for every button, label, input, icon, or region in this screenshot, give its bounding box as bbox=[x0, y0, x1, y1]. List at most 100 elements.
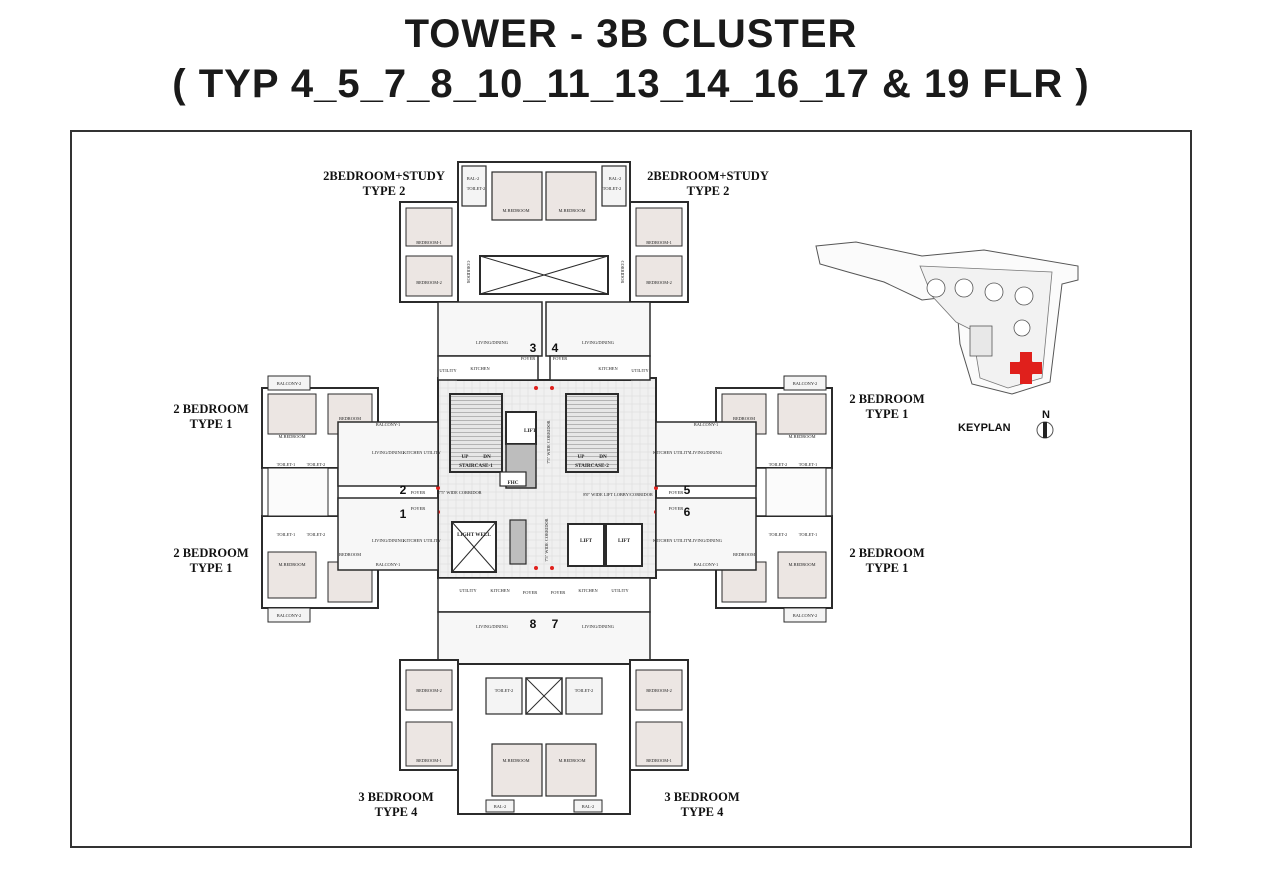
left-foyer-upper: FOYER bbox=[411, 490, 425, 495]
unit-number-8: 8 bbox=[530, 617, 537, 631]
staircase-2-label: STAIRCASE-2 bbox=[575, 463, 609, 469]
left-kitchen-upper: KITCHEN UTILITY bbox=[403, 450, 442, 455]
top-corridor-right: CORRIDOR bbox=[620, 261, 625, 284]
top-living-left: LIVING/DINING bbox=[476, 340, 509, 345]
left-m-bedroom-upper: M.BEDROOM bbox=[279, 434, 306, 439]
right-m-bedroom-upper: M.BEDROOM bbox=[789, 434, 816, 439]
left-toilet-2-upper: TOILET-2 bbox=[307, 462, 326, 467]
bottom-utility-right: UTILITY bbox=[611, 588, 629, 593]
unit-type-labels: 2BEDROOM+STUDY TYPE 2 2BEDROOM+STUDY TYP… bbox=[173, 169, 925, 819]
left-toilet-lower: TOILET-1 bbox=[277, 532, 296, 537]
staircase-1 bbox=[449, 393, 503, 473]
bottom-bedroom-1-right: BEDROOM-1 bbox=[646, 758, 672, 763]
keyplan-highlight bbox=[1010, 352, 1042, 384]
keyplan-label: KEYPLAN bbox=[958, 422, 1011, 434]
top-bedroom-2-left: BEDROOM-2 bbox=[416, 280, 442, 285]
unit-number-6: 6 bbox=[684, 505, 691, 519]
label-left-upper-line2: TYPE 1 bbox=[190, 417, 233, 431]
unit-number-4: 4 bbox=[552, 341, 559, 355]
lift-label: LIFT bbox=[524, 428, 537, 434]
top-utility-left: UTILITY bbox=[439, 368, 457, 373]
top-bedroom-1-right: BEDROOM-1 bbox=[646, 240, 672, 245]
lift-label-3: LIFT bbox=[618, 538, 631, 544]
right-balcony-1-lower: BALCONY-1 bbox=[694, 562, 718, 567]
right-foyer-lower: FOYER bbox=[669, 506, 683, 511]
top-m-bedroom-right: M.BEDROOM bbox=[559, 208, 586, 213]
top-corridor-left: CORRIDOR bbox=[466, 261, 471, 284]
label-top-left-line1: 2BEDROOM+STUDY bbox=[323, 169, 445, 183]
left-bedroom-upper: BEDROOM bbox=[339, 416, 361, 421]
label-top-left-line2: TYPE 2 bbox=[363, 184, 406, 198]
left-balcony-lower: BALCONY-2 bbox=[277, 613, 301, 618]
dn-label: DN bbox=[483, 454, 491, 460]
label-right-upper-line1: 2 BEDROOM bbox=[849, 392, 925, 406]
bottom-foyer-right: FOYER bbox=[551, 590, 565, 595]
label-right-lower-line1: 2 BEDROOM bbox=[849, 546, 925, 560]
bottom-bal-left: BAL-2 bbox=[494, 804, 506, 809]
up-label: UP bbox=[462, 454, 470, 460]
corridor-bottom-label: 7'5" WIDE CORRIDOR bbox=[544, 518, 549, 561]
right-living-lower: LIVING/DINING bbox=[690, 538, 723, 543]
top-wing: M.BEDROOM M.BEDROOM BEDROOM-1 BEDROOM-2 … bbox=[399, 161, 689, 381]
keyplan: KEYPLAN N bbox=[815, 241, 1079, 439]
left-living-upper: LIVING/DINING bbox=[372, 450, 405, 455]
right-toilet-lower: TOILET-2 bbox=[769, 532, 788, 537]
staircase-1-label: STAIRCASE-1 bbox=[459, 463, 493, 469]
right-foyer-upper: FOYER bbox=[669, 490, 683, 495]
label-right-lower-line2: TYPE 1 bbox=[866, 561, 909, 575]
bottom-bal-right: BAL-2 bbox=[582, 804, 594, 809]
label-bottom-left-line2: TYPE 4 bbox=[375, 805, 418, 819]
right-balcony-1-upper: BALCONY-1 bbox=[694, 422, 718, 427]
top-toilet-left: TOILET-2 bbox=[467, 186, 486, 191]
bottom-kitchen-left: KITCHEN bbox=[490, 588, 510, 593]
fhc-label: FHC bbox=[508, 480, 519, 486]
page-title: TOWER - 3B CLUSTER bbox=[404, 12, 858, 56]
lift-label-2: LIFT bbox=[580, 538, 593, 544]
staircase-2 bbox=[565, 393, 619, 473]
left-toilet-upper: TOILET-1 bbox=[277, 462, 296, 467]
bottom-wing: UTILITY UTILITY KITCHEN KITCHEN FOYER FO… bbox=[399, 577, 689, 815]
dn-label-2: DN bbox=[599, 454, 607, 460]
bottom-bedroom-2-left: BEDROOM-2 bbox=[416, 688, 442, 693]
left-foyer-lower: FOYER bbox=[411, 506, 425, 511]
page-subtitle: ( TYP 4_5_7_8_10_11_13_14_16_17 & 19 FLR… bbox=[172, 62, 1090, 106]
up-label-2: UP bbox=[578, 454, 586, 460]
top-bal-left: BAL-2 bbox=[467, 176, 479, 181]
unit-number-2: 2 bbox=[400, 483, 407, 497]
top-bedroom-1-left: BEDROOM-1 bbox=[416, 240, 442, 245]
top-bedroom-2-right: BEDROOM-2 bbox=[646, 280, 672, 285]
top-living-right: LIVING/DINING bbox=[582, 340, 615, 345]
right-toilet-1-upper: TOILET-1 bbox=[799, 462, 818, 467]
unit-number-5: 5 bbox=[684, 483, 691, 497]
right-m-bedroom-lower: M.BEDROOM bbox=[789, 562, 816, 567]
bottom-foyer-left: FOYER bbox=[523, 590, 537, 595]
top-bal-right: BAL-2 bbox=[609, 176, 621, 181]
top-toilet-right: TOILET-2 bbox=[603, 186, 622, 191]
right-bedroom-upper: BEDROOM bbox=[733, 416, 755, 421]
label-left-lower-line2: TYPE 1 bbox=[190, 561, 233, 575]
bottom-bedroom-2-right: BEDROOM-2 bbox=[646, 688, 672, 693]
corridor-left-label: 7'5" WIDE CORRIDOR bbox=[438, 490, 481, 495]
light-well-label: LIGHT WELL bbox=[457, 532, 491, 538]
floor-plan-drawing: LIFT STAIRCASE-1 STAIRCASE-2 UP DN UP DN… bbox=[173, 161, 1079, 819]
floor-plan-frame: LIFT STAIRCASE-1 STAIRCASE-2 UP DN UP DN… bbox=[70, 130, 1192, 848]
bottom-toilet-right: TOILET-2 bbox=[575, 688, 594, 693]
top-kitchen-right: KITCHEN bbox=[598, 366, 618, 371]
bottom-m-bedroom-left: M.BEDROOM bbox=[503, 758, 530, 763]
right-living-upper: LIVING/DINING bbox=[690, 450, 723, 455]
label-bottom-right-line2: TYPE 4 bbox=[681, 805, 724, 819]
central-core: LIFT STAIRCASE-1 STAIRCASE-2 UP DN UP DN… bbox=[436, 377, 658, 579]
left-m-bedroom-lower: M.BEDROOM bbox=[279, 562, 306, 567]
top-kitchen-left: KITCHEN bbox=[470, 366, 490, 371]
unit-number-1: 1 bbox=[400, 507, 407, 521]
top-utility-right: UTILITY bbox=[631, 368, 649, 373]
right-wing: M.BEDROOM BEDROOM M.BEDROOM BEDROOM BALC… bbox=[653, 375, 833, 623]
bottom-utility-left: UTILITY bbox=[459, 588, 477, 593]
left-toilet-2-lower: TOILET-2 bbox=[307, 532, 326, 537]
left-balcony-upper: BALCONY-2 bbox=[277, 381, 301, 386]
right-toilet-1-lower: TOILET-1 bbox=[799, 532, 818, 537]
label-bottom-left-line1: 3 BEDROOM bbox=[358, 790, 434, 804]
left-balcony-1-upper: BALCONY-1 bbox=[376, 422, 400, 427]
bottom-toilet-left: TOILET-2 bbox=[495, 688, 514, 693]
unit-numbers: 1 2 3 4 5 6 7 8 bbox=[400, 341, 691, 631]
